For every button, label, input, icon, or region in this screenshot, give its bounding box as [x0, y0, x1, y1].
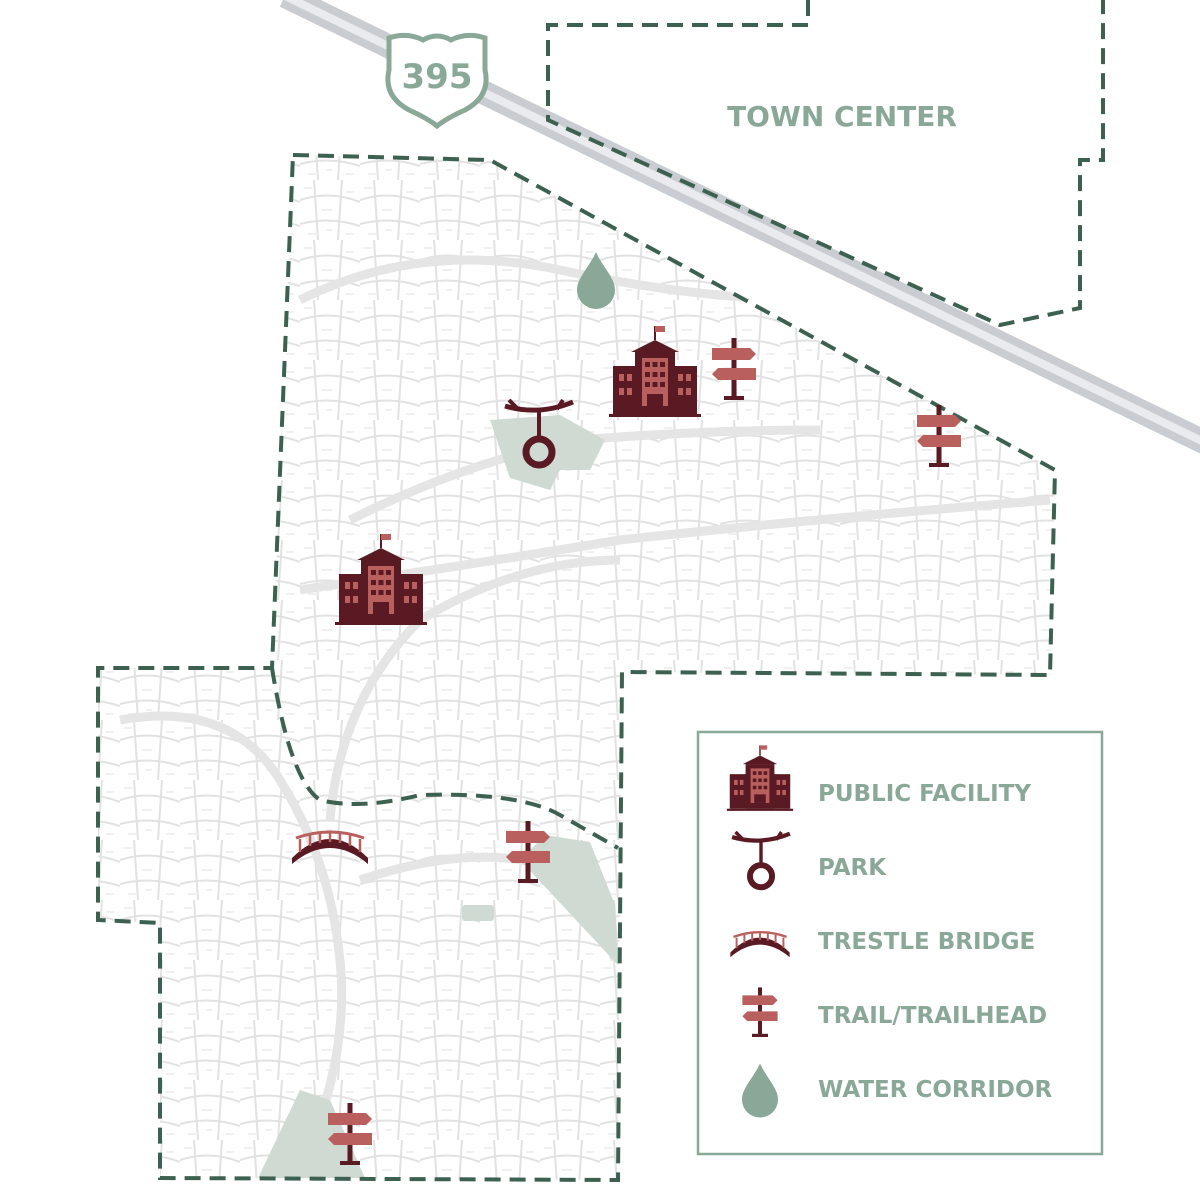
legend: PUBLIC FACILITY PARK TRESTLE BRIDGE TRAI… — [696, 730, 1104, 1156]
legend-label: WATER CORRIDOR — [818, 1077, 1053, 1103]
town-center-boundary — [546, 0, 1105, 328]
legend-item-park: PARK — [732, 832, 887, 887]
legend-label: PARK — [818, 855, 887, 881]
town-center-label: TOWN CENTER — [727, 100, 957, 133]
highway-number: 395 — [402, 57, 473, 97]
legend-label: PUBLIC FACILITY — [818, 781, 1031, 807]
legend-label: TRAIL/TRAILHEAD — [818, 1003, 1047, 1029]
green-spaces — [258, 415, 618, 1178]
highway-shield: 395 — [385, 32, 489, 130]
legend-label: TRESTLE BRIDGE — [818, 929, 1035, 955]
legend-item-trailhead: TRAIL/TRAILHEAD — [742, 987, 1047, 1037]
legend-item-public-facility: PUBLIC FACILITY — [726, 744, 1031, 812]
legend-item-water-corridor: WATER CORRIDOR — [741, 1063, 1053, 1118]
legend-item-trestle-bridge: TRESTLE BRIDGE — [729, 929, 1035, 959]
development-boundary — [96, 152, 1058, 1183]
